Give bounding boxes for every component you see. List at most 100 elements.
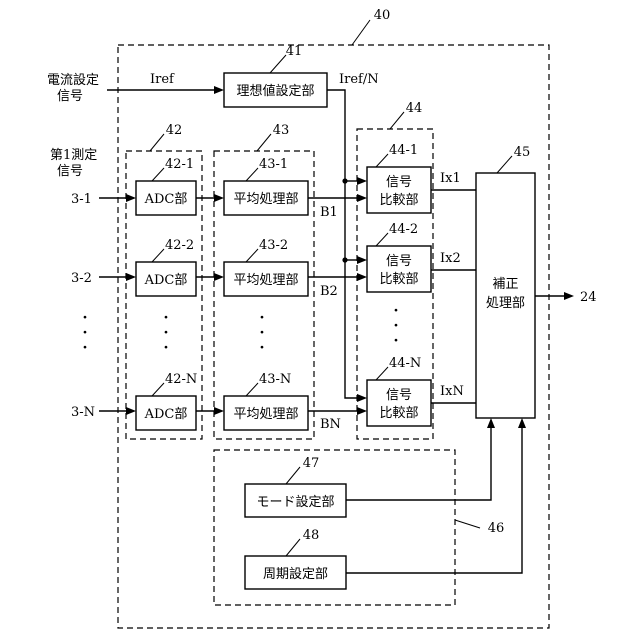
leader-43-n (246, 383, 258, 396)
arrow-avg2 (214, 273, 224, 281)
ellipsis-dots: ・ ・ ・ ・ ・ ・ ・ ・ ・ ・ ・ ・ (78, 304, 402, 356)
dots-adc-3: ・ (159, 341, 172, 356)
correction-block-line1: 補正 (492, 277, 518, 292)
leader-42 (150, 134, 164, 151)
leader-42-n (152, 383, 164, 396)
arrow-in1 (126, 194, 136, 202)
adc-block-1-label: ADC部 (144, 192, 188, 207)
first-meas-label-2: 信号 (57, 164, 83, 179)
arrow-iref1 (357, 177, 367, 185)
ref-48: 48 (303, 528, 320, 543)
mode-to-corr-wire (346, 425, 491, 500)
leader-42-2 (152, 249, 164, 262)
leader-43 (257, 134, 271, 151)
cmp-block-n-line2: 比較部 (379, 406, 418, 421)
adc-block-2-label: ADC部 (144, 273, 188, 288)
iref-n-bus (327, 90, 359, 398)
arrow-period-corr (518, 418, 526, 428)
bn-label: BN (320, 417, 341, 432)
leader-43-1 (246, 168, 258, 181)
arrow-inn (126, 407, 136, 415)
arrow-b1 (357, 194, 367, 202)
avg-block-2-label: 平均処理部 (233, 273, 298, 288)
ref-41: 41 (286, 44, 303, 59)
ixn-label: IxN (440, 384, 464, 399)
ix1-label: Ix1 (440, 171, 461, 186)
cmp-block-1-line2: 比較部 (379, 193, 418, 208)
ref-42-2: 42-2 (165, 238, 194, 253)
ref-43-1: 43-1 (259, 157, 288, 172)
mode-setting-label: モード設定部 (256, 494, 334, 510)
ref-43-n: 43-N (259, 372, 291, 387)
arrow-iref2 (357, 256, 367, 264)
dots-inputs-3: ・ (78, 341, 91, 356)
ref-44-2: 44-2 (389, 222, 418, 237)
adc-block-n-label: ADC部 (144, 407, 188, 422)
ref-42-n: 42-N (165, 372, 197, 387)
cmp-block-2-line2: 比較部 (379, 272, 418, 287)
junction-cmp1 (342, 178, 347, 183)
ref-44: 44 (406, 101, 423, 116)
leader-45 (497, 156, 512, 173)
cmp-block-n-line1: 信号 (386, 388, 412, 403)
leader-41 (270, 55, 286, 73)
input-3-1: 3-1 (71, 192, 92, 207)
leader-44-2 (376, 233, 388, 246)
correction-block-line2: 処理部 (486, 296, 525, 311)
input-3-n: 3-N (71, 405, 95, 420)
ref-45: 45 (514, 145, 531, 160)
ref-43-2: 43-2 (259, 238, 288, 253)
ref-24: 24 (580, 290, 597, 305)
dots-cmp-2: ・ (389, 319, 402, 334)
ideal-value-setting-label: 理想値設定部 (236, 83, 314, 99)
current-setting-label-1: 電流設定 (47, 72, 99, 88)
cmp-block-2-line1: 信号 (386, 254, 412, 269)
arrow-iref (214, 86, 224, 94)
arrow-in2 (126, 273, 136, 281)
dots-avg-3: ・ (255, 341, 268, 356)
dots-avg-1: ・ (255, 311, 268, 326)
leader-44-n (376, 367, 388, 380)
current-setting-label-2: 信号 (57, 89, 83, 104)
dots-cmp-3: ・ (389, 334, 402, 349)
arrow-irefn (357, 394, 367, 402)
input-3-2: 3-2 (71, 271, 92, 286)
leader-47 (286, 467, 300, 484)
ref-46: 46 (488, 521, 505, 536)
ix2-label: Ix2 (440, 251, 461, 266)
arrow-mode-corr (487, 418, 495, 428)
iref-n-label: Iref/N (339, 72, 379, 87)
avg-block-1-label: 平均処理部 (233, 192, 298, 207)
leader-44 (390, 112, 404, 129)
b1-label: B1 (320, 205, 338, 220)
iref-label: Iref (150, 72, 175, 87)
leader-43-2 (246, 249, 258, 262)
arrow-bn (357, 407, 367, 415)
cmp-block-1-line1: 信号 (386, 175, 412, 190)
leader-46 (455, 520, 480, 528)
ref-44-1: 44-1 (389, 143, 418, 158)
dots-adc-1: ・ (159, 311, 172, 326)
ref-43: 43 (273, 123, 290, 138)
leader-44-1 (376, 154, 388, 167)
arrow-avg1 (214, 194, 224, 202)
arrow-output (564, 292, 574, 300)
dots-avg-2: ・ (255, 326, 268, 341)
first-meas-label-1: 第1測定 (50, 148, 97, 163)
arrow-b2 (357, 273, 367, 281)
ref-42-1: 42-1 (165, 157, 194, 172)
leader-40 (352, 20, 370, 45)
ref-47: 47 (303, 456, 320, 471)
ref-40: 40 (374, 8, 391, 23)
dots-cmp-1: ・ (389, 304, 402, 319)
dots-inputs-1: ・ (78, 311, 91, 326)
period-setting-label: 周期設定部 (263, 566, 328, 582)
b2-label: B2 (320, 284, 338, 299)
dots-inputs-2: ・ (78, 326, 91, 341)
leader-42-1 (152, 168, 164, 181)
ref-42: 42 (166, 123, 183, 138)
dots-adc-2: ・ (159, 326, 172, 341)
leader-48 (286, 539, 300, 556)
ref-44-n: 44-N (389, 356, 421, 371)
